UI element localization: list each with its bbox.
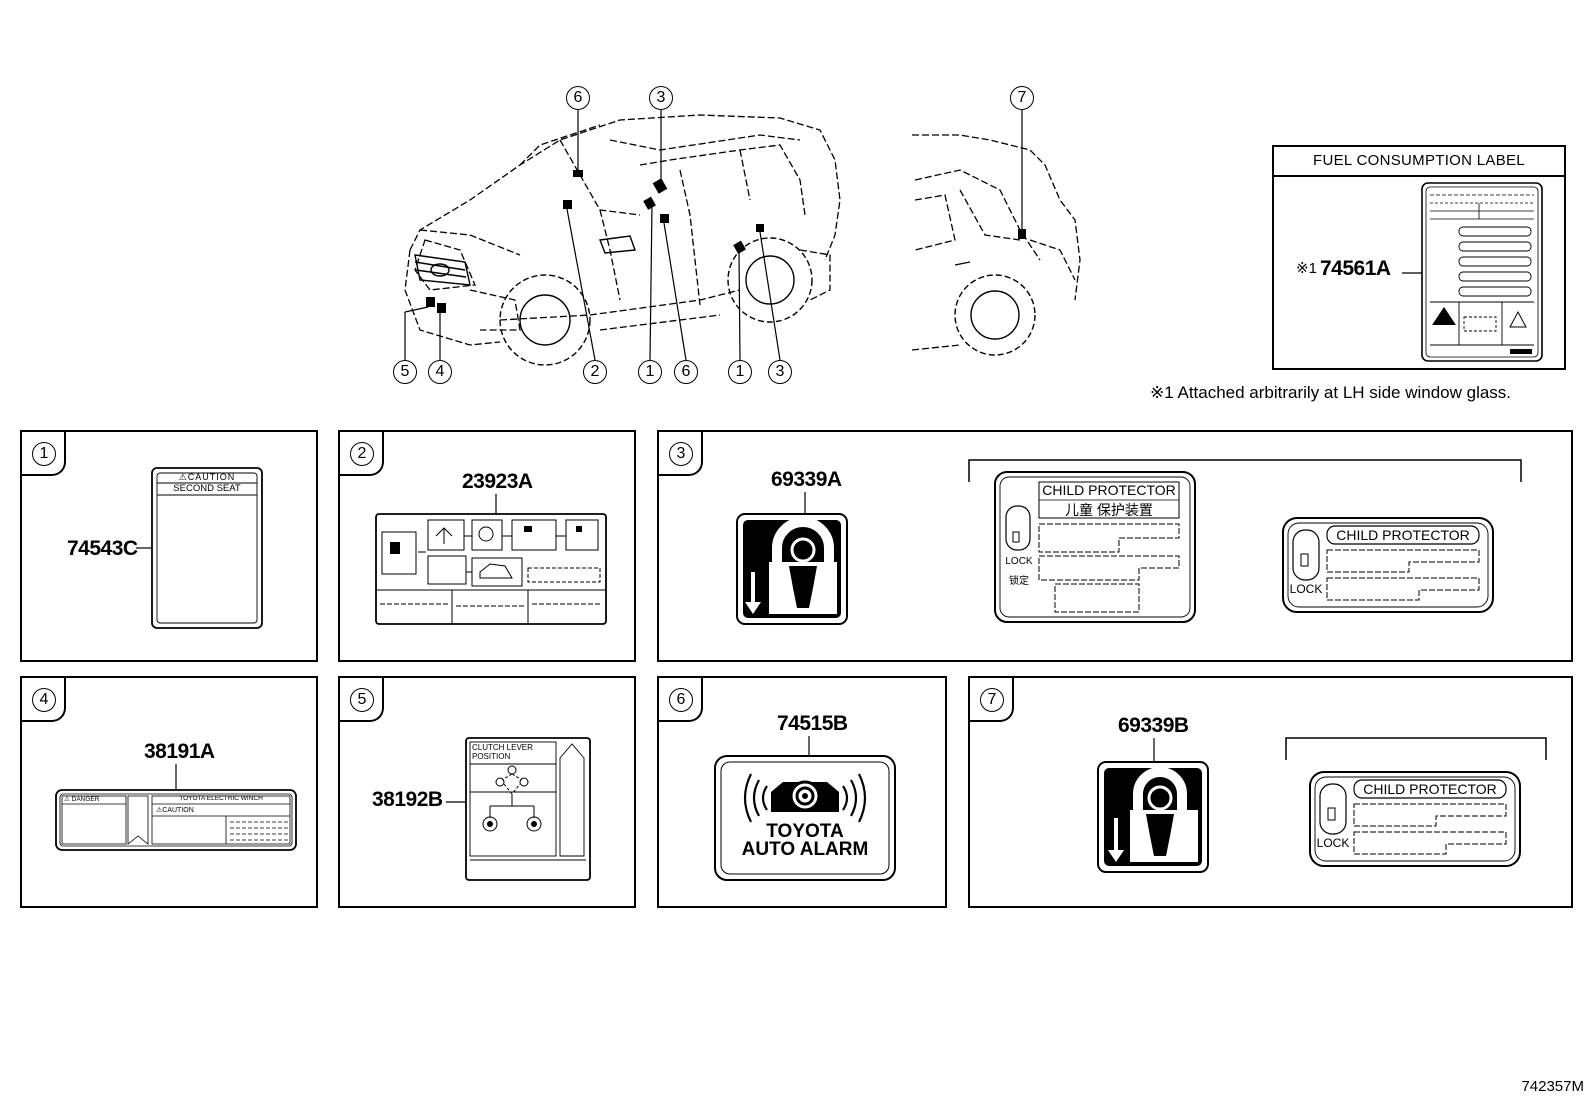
vehicle-overview [404,110,1081,366]
panel-tab [659,678,703,722]
label-graphic [136,467,263,629]
auto-alarm-graphic [714,736,896,881]
panel-6: 6 74515B TOYOTA AUTO ALARM [657,676,947,908]
fuel-box-part-number: 74561A [1320,257,1391,280]
lock-cn-a: 锁定 [1009,576,1029,587]
callout-7-top: 7 [1010,86,1034,110]
callout-6-top: 6 [566,86,590,110]
panel-number: 7 [980,688,1004,712]
panel-5: 5 38192B CLUTCH LEVER POSITION [338,676,636,908]
panel-number: 3 [669,442,693,466]
callout-1a: 1 [638,360,662,384]
callout-4: 4 [428,360,452,384]
panel-tab [659,432,703,476]
panel-tab [22,432,66,476]
label-graphic [55,764,297,851]
panel-tab [340,678,384,722]
part-number: 23923A [462,470,533,493]
lock-text-a: LOCK [1005,556,1033,567]
part-number: 69339A [771,468,842,491]
clutch-lever-text: CLUTCH LEVER [472,743,533,752]
caution-text: ⚠CAUTION [156,807,194,814]
callout-1b: 1 [728,360,752,384]
lock-text-b: LOCK [1289,582,1323,596]
panel-3: 3 69339A C [657,430,1573,662]
child-protector-text: CHILD PROTECTOR [1363,781,1497,797]
toyota-text: TOYOTA [766,821,844,842]
panel-7: 7 69339B CHILD PROTECTOR LOCK [968,676,1573,908]
clutch-lever-graphic [446,737,591,881]
panel-tab [22,678,66,722]
panel-number: 4 [32,688,56,712]
panel-4: 4 38191A ⚠ DANGER TOYOTA ELECTRIC WINCH … [20,676,318,908]
panel-tab [340,432,384,476]
child-protector-text-a: CHILD PROTECTOR [1042,482,1176,498]
panel-2: 2 23923A [338,430,636,662]
fuel-box-title: FUEL CONSUMPTION LABEL [1274,147,1564,177]
panel-number: 2 [350,442,374,466]
caution-text: ⚠CAUTION [178,472,236,482]
fuel-label-graphic [1402,182,1543,362]
part-number: 38191A [144,740,215,763]
label-graphic [375,494,607,625]
electric-winch-text: TOYOTA ELECTRIC WINCH [179,795,263,802]
child-protector-cn-a: 儿童 保护装置 [1065,502,1153,518]
auto-alarm-text: AUTO ALARM [741,839,869,860]
callout-6-bottom: 6 [674,360,698,384]
child-lock-icon [1097,737,1547,873]
part-number: 74543C [67,537,138,560]
danger-text: ⚠ DANGER [64,796,100,803]
callout-2: 2 [583,360,607,384]
callout-3-bottom: 3 [768,360,792,384]
fuel-box-mark: ※1 [1296,260,1317,277]
panel-tab [970,678,1014,722]
callout-3-top: 3 [649,86,673,110]
footnote: ※1 Attached arbitrarily at LH side windo… [1150,383,1512,402]
panel-number: 1 [32,442,56,466]
part-number: 38192B [372,788,443,811]
diagram-id: 742357M [1521,1078,1584,1095]
second-seat-text: SECOND SEAT [173,483,241,494]
fuel-consumption-box: FUEL CONSUMPTION LABEL ※1 74561A [1272,145,1566,370]
panel-number: 5 [350,688,374,712]
part-number: 69339B [1118,714,1189,737]
panel-1: 1 74543C ⚠CAUTION SECOND SEAT [20,430,318,662]
child-lock-icon [736,459,1522,625]
part-number: 74515B [777,712,848,735]
panel-number: 6 [669,688,693,712]
callout-5: 5 [393,360,417,384]
lock-text: LOCK [1316,836,1350,850]
child-protector-text-b: CHILD PROTECTOR [1336,527,1470,543]
position-text: POSITION [472,752,511,761]
